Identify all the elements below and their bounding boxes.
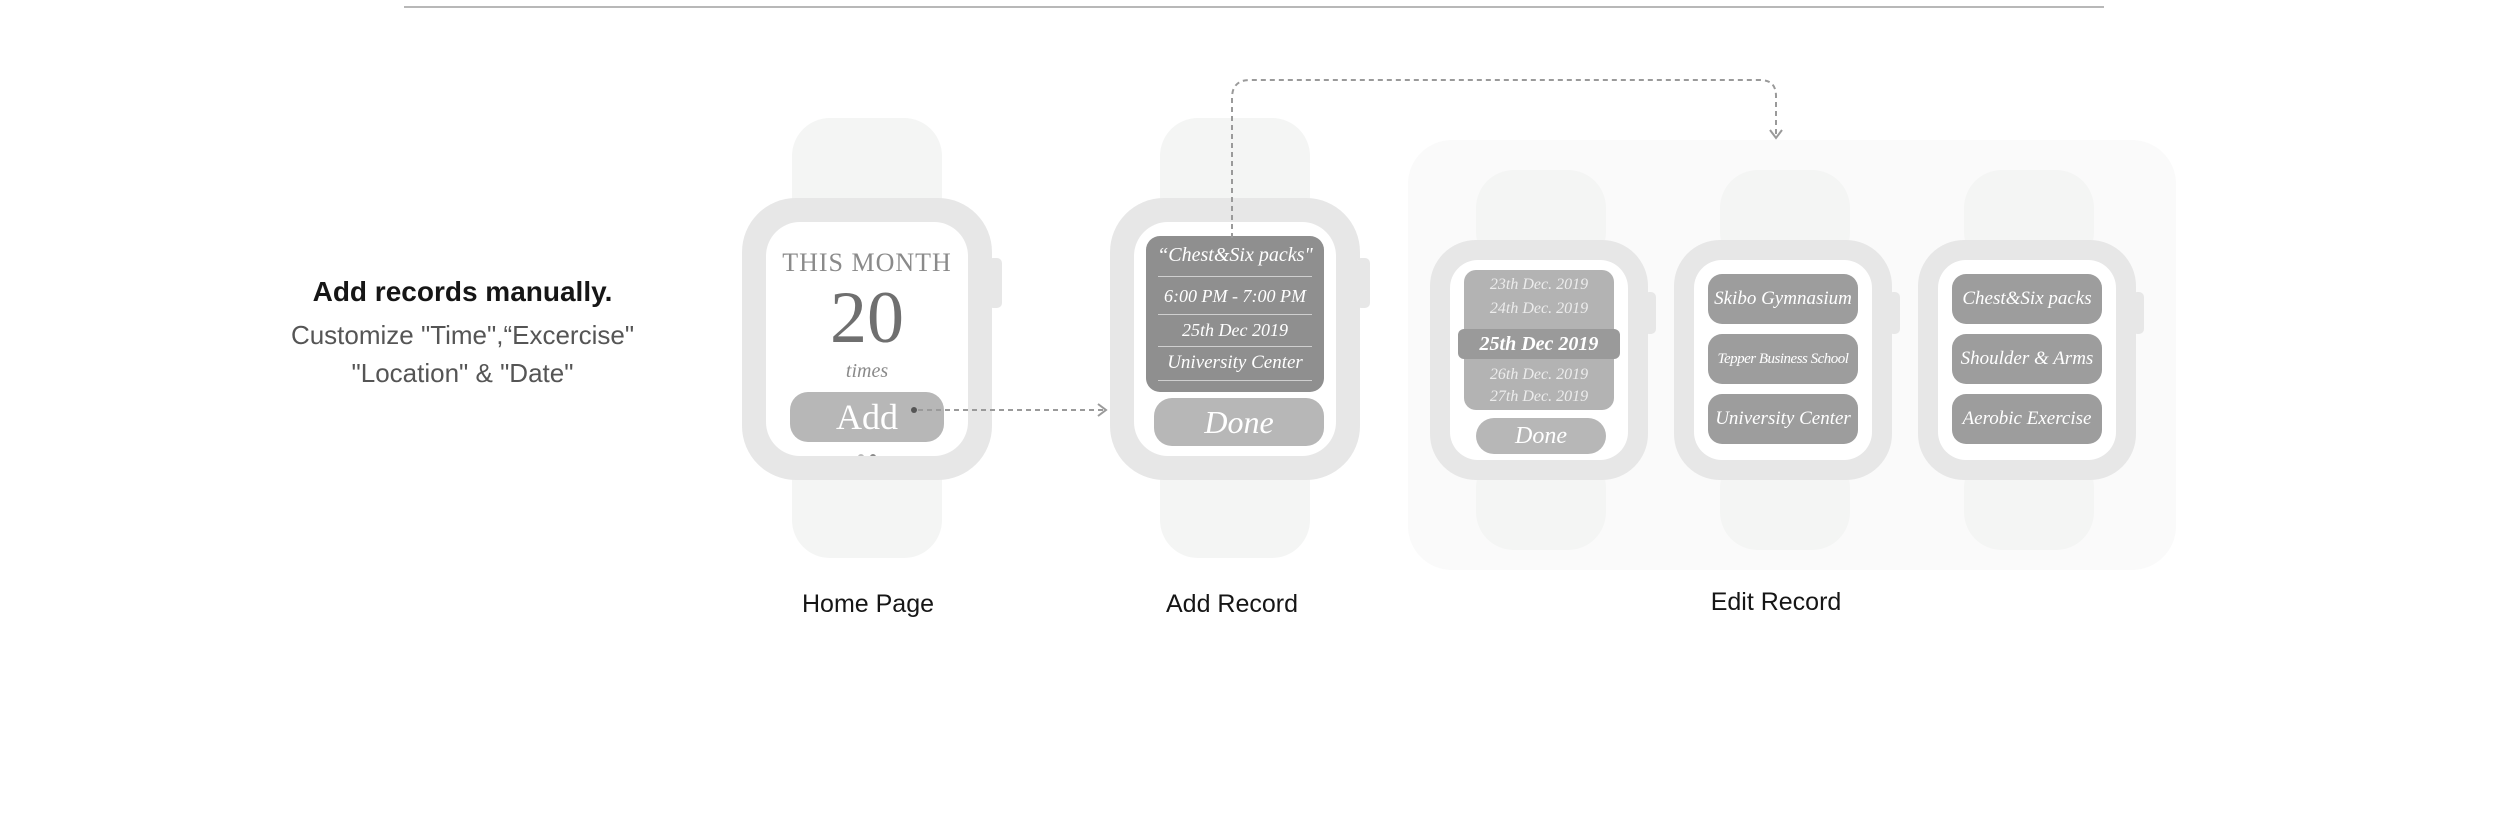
watch-screen: 23th Dec. 2019 24th Dec. 2019 25th Dec 2… — [1450, 260, 1628, 460]
divider — [1158, 314, 1312, 315]
month-label: THIS MONTH — [782, 248, 952, 277]
divider — [1158, 346, 1312, 347]
intro-line-2: "Location" & "Date" — [351, 358, 574, 388]
date-option-selected[interactable]: 25th Dec 2019 — [1458, 329, 1620, 359]
exercise-option[interactable]: Aerobic Exercise — [1952, 394, 2102, 444]
exercise-option[interactable]: Chest&Six packs — [1952, 274, 2102, 324]
exercise-option[interactable]: Shoulder & Arms — [1952, 334, 2102, 384]
caption-add-record: Add Record — [1165, 590, 1299, 618]
top-divider — [404, 6, 2104, 8]
date-option[interactable]: 27th Dec. 2019 — [1489, 388, 1589, 405]
intro-text: Add records manually. Customize "Time",“… — [250, 276, 675, 392]
watch-edit-date: 23th Dec. 2019 24th Dec. 2019 25th Dec 2… — [1430, 170, 1670, 550]
watch-screen: THIS MONTH 20 times Add — [766, 222, 968, 456]
caption-edit-record: Edit Record — [1710, 588, 1842, 616]
workout-count: 20 — [830, 277, 904, 359]
exercise-field[interactable]: “Chest&Six packs" — [1157, 244, 1313, 266]
arrowhead-down — [1769, 129, 1783, 140]
watch-screen: Chest&Six packs Shoulder & Arms Aerobic … — [1938, 260, 2116, 460]
divider — [1158, 276, 1312, 277]
watch-screen: Skibo Gymnasium Tepper Business School U… — [1694, 260, 1872, 460]
date-option[interactable]: 24th Dec. 2019 — [1489, 300, 1589, 317]
location-option[interactable]: Skibo Gymnasium — [1708, 274, 1858, 324]
watch-edit-location: Skibo Gymnasium Tepper Business School U… — [1674, 170, 1914, 550]
watch-crown — [1888, 292, 1900, 334]
intro-title: Add records manually. — [312, 276, 613, 307]
add-button[interactable]: Add — [790, 392, 944, 442]
watch-edit-exercise: Chest&Six packs Shoulder & Arms Aerobic … — [1918, 170, 2158, 550]
done-button[interactable]: Done — [1476, 418, 1606, 454]
watch-crown — [1644, 292, 1656, 334]
date-field[interactable]: 25th Dec 2019 — [1182, 320, 1288, 340]
record-details-panel: “Chest&Six packs" 6:00 PM - 7:00 PM 25th… — [1146, 236, 1324, 392]
location-option[interactable]: Tepper Business School — [1708, 334, 1858, 384]
count-unit: times — [845, 360, 889, 382]
watch-crown — [1356, 258, 1370, 308]
page-dot-2 — [870, 454, 876, 456]
time-field[interactable]: 6:00 PM - 7:00 PM — [1164, 286, 1306, 306]
location-option[interactable]: University Center — [1708, 394, 1858, 444]
watch-crown — [988, 258, 1002, 308]
caption-home-page: Home Page — [801, 590, 935, 618]
page-dot-1 — [858, 454, 864, 456]
record-to-edit-arrow — [1231, 79, 1777, 238]
date-option[interactable]: 26th Dec. 2019 — [1489, 366, 1589, 383]
watch-add-record: “Chest&Six packs" 6:00 PM - 7:00 PM 25th… — [1110, 118, 1372, 558]
divider — [1158, 380, 1312, 381]
watch-screen: “Chest&Six packs" 6:00 PM - 7:00 PM 25th… — [1134, 222, 1336, 456]
date-picker[interactable]: 23th Dec. 2019 24th Dec. 2019 25th Dec 2… — [1458, 270, 1620, 410]
date-option[interactable]: 23th Dec. 2019 — [1489, 276, 1589, 293]
done-button[interactable]: Done — [1154, 398, 1324, 446]
intro-line-1: Customize "Time",“Excercise" — [290, 320, 635, 350]
location-field[interactable]: University Center — [1167, 352, 1303, 373]
arrowhead-right — [1097, 403, 1108, 417]
watch-crown — [2132, 292, 2144, 334]
arrow-origin-dot — [911, 407, 917, 413]
watch-home-page: THIS MONTH 20 times Add — [742, 118, 1004, 558]
